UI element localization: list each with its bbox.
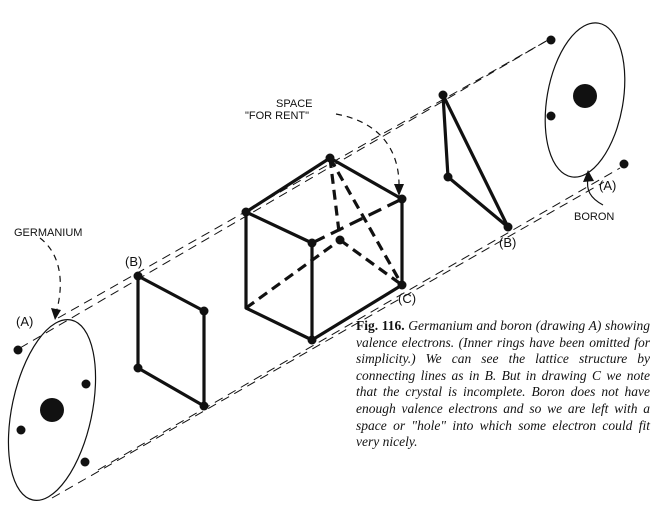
valence-electron xyxy=(13,345,23,355)
space-label-line1: SPACE xyxy=(276,98,312,110)
boron-nucleus xyxy=(573,84,597,108)
valence-electron xyxy=(619,159,629,169)
valence-electron xyxy=(546,111,556,121)
valence-electron xyxy=(81,379,91,389)
valence-electron xyxy=(80,457,90,467)
germanium-atom xyxy=(7,319,97,501)
space-label-line2: "FOR RENT" xyxy=(245,110,309,122)
lattice-c-atoms xyxy=(241,153,407,345)
valence-electron xyxy=(546,35,556,45)
label-b-right: (B) xyxy=(499,235,516,250)
space-arrow xyxy=(335,113,400,189)
label-a-right: (A) xyxy=(599,178,616,193)
figure-caption: Fig. 116. Germanium and boron (drawing A… xyxy=(356,318,650,451)
lattice-b-left xyxy=(133,271,209,411)
label-a-left: (A) xyxy=(16,314,33,329)
lattice-c-cube xyxy=(244,156,404,342)
arrows xyxy=(39,113,604,320)
germanium-label: GERMANIUM xyxy=(14,227,82,239)
germanium-orbit xyxy=(7,319,97,501)
lattice-b-right xyxy=(438,90,513,232)
boron-atom xyxy=(544,22,629,178)
figure-number: Fig. 116. xyxy=(356,318,405,333)
germanium-arrow xyxy=(39,237,61,314)
germanium-nucleus xyxy=(40,398,64,422)
boron-label: BORON xyxy=(574,211,614,223)
label-b-left: (B) xyxy=(125,254,142,269)
guide-lines xyxy=(19,39,621,499)
valence-electron xyxy=(16,425,26,435)
caption-text: Germanium and boron (drawing A) showing … xyxy=(356,318,650,450)
boron-orbit xyxy=(544,22,626,178)
label-c: (C) xyxy=(398,291,416,306)
